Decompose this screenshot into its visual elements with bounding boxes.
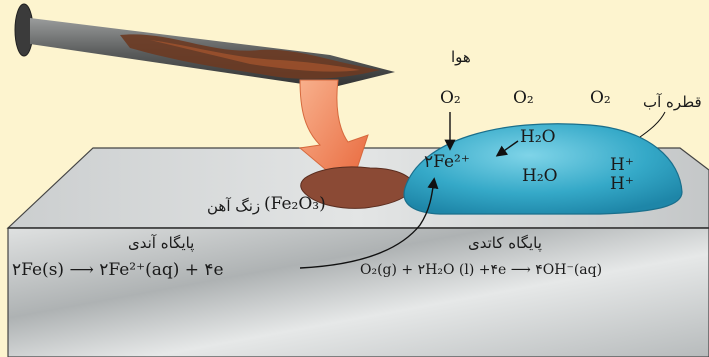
oxygen-2: O₂ <box>513 88 534 108</box>
rusty-nail <box>15 4 395 88</box>
rust-formula: (Fe₂O₃) <box>264 194 326 214</box>
hydrogen-ion-1: H⁺ <box>610 155 634 175</box>
iron-ion-in-drop: ۲Fe²⁺ <box>424 152 470 172</box>
water-molecule-2: H₂O <box>522 166 558 186</box>
cathode-equation: O₂(g) + ۲H₂O (l) +۴e ⟶ ۴OH⁻(aq) <box>360 262 602 278</box>
oxygen-1: O₂ <box>440 88 461 108</box>
oxygen-3: O₂ <box>590 88 611 108</box>
anode-site-label: پایگاه آندی <box>128 234 194 252</box>
anode-equation: ۲Fe(s) ⟶ ۲Fe²⁺(aq) + ۴e <box>12 260 224 280</box>
water-drop-label: قطره آب <box>643 93 702 111</box>
air-label: هوا <box>451 48 471 66</box>
rust-label: زنگ آهن <box>207 197 260 215</box>
hydrogen-ion-2: H⁺ <box>610 174 634 194</box>
cathode-site-label: پایگاه کاتدی <box>468 234 542 252</box>
water-molecule-1: H₂O <box>520 127 556 147</box>
